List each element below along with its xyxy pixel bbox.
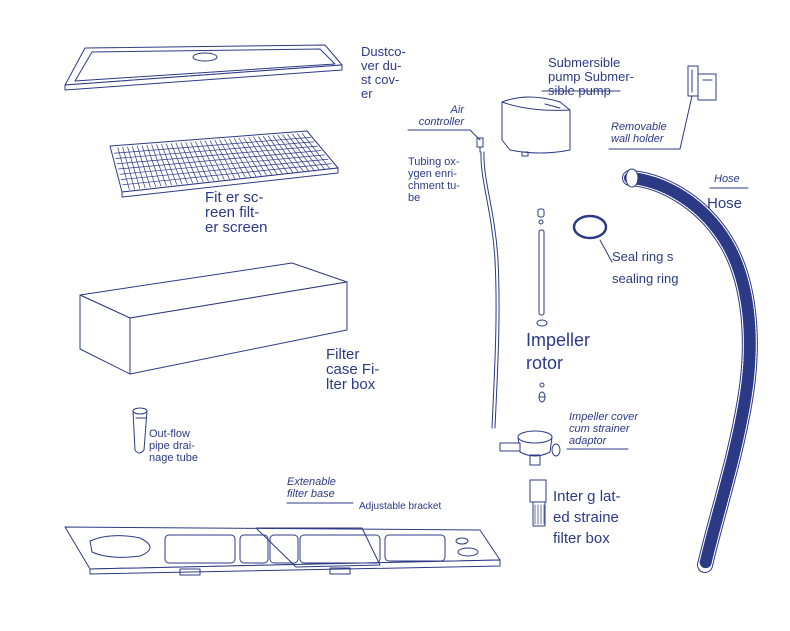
wall-holder-label: Removable wall holder	[611, 121, 667, 145]
impeller-rotor-label-line: rotor	[526, 353, 564, 373]
filter-box-label-line: case Fi-	[326, 361, 380, 378]
hose-label: Hose	[707, 195, 743, 212]
impeller-cover-label-line: cum strainer	[569, 423, 630, 435]
outflow-pipe-label: Out-flow pipe drai- nage tube	[149, 428, 198, 464]
submersible-pump-label-line: sible pump	[548, 83, 611, 98]
outflow-pipe-icon	[132, 407, 148, 454]
filter-screen-label-line: er screen	[205, 219, 268, 236]
impeller-rotor-label-line: Impeller	[526, 330, 591, 350]
outflow-pipe-label-line: pipe drai-	[149, 440, 195, 452]
extendable-base-label: Extenable filter base	[287, 476, 336, 500]
air-controller-label-line: Air	[450, 104, 464, 116]
screen-mesh-line	[116, 145, 318, 165]
strainer-filter-box-icon	[529, 479, 547, 527]
submersible-pump-icon	[501, 96, 571, 157]
dust-cover-label-line: ver du-	[361, 58, 402, 73]
dust-cover-label-line: Dustco-	[361, 44, 406, 59]
screen-mesh-line	[114, 137, 311, 154]
dust-cover-label-line: st cov-	[361, 72, 400, 87]
filter-base-icon	[64, 526, 501, 576]
outflow-pipe-label-line: Out-flow	[149, 428, 190, 440]
wall-holder-icon	[687, 65, 717, 101]
dust-cover-icon	[64, 44, 343, 91]
leader-lines	[286, 90, 749, 504]
dust-cover-label: Dustco- ver du- st cov- er	[361, 45, 406, 101]
strainer-box-label: Inter g lat- ed straine filter box	[553, 486, 621, 549]
hose-icon	[622, 168, 758, 573]
screen-mesh-line	[115, 141, 315, 159]
submersible-pump-label: Submersible pump Submer- sible pump	[548, 56, 634, 98]
strainer-box-label-line: Inter g lat-	[553, 488, 621, 505]
filter-box-label: Filter case Fi- lter box	[326, 347, 379, 392]
screen-mesh-line	[119, 154, 325, 175]
filter-screen-label-line: Fit er sc-	[205, 189, 264, 206]
filter-box-icon	[79, 262, 348, 375]
air-controller-label-line: controller	[418, 116, 464, 128]
strainer-box-label-line: ed straine	[553, 509, 619, 526]
tubing-label: Tubing ox- ygen enri- chment tu- be	[408, 156, 460, 204]
outflow-pipe-label-line: nage tube	[149, 452, 198, 464]
extendable-base-label-line: filter base	[287, 488, 335, 500]
tubing-label-line: chment tu-	[408, 180, 460, 192]
tubing-label-line: ygen enri-	[408, 168, 457, 180]
impeller-cover-label-line: Impeller cover	[569, 411, 639, 423]
seal-ring-label: Seal ring s sealing ring	[612, 246, 679, 290]
impeller-cover-icon	[499, 430, 561, 466]
screen-mesh-line	[120, 158, 329, 180]
wall-holder-label-line: Removable	[611, 121, 667, 133]
adjustable-bracket-label: Adjustable bracket	[359, 501, 442, 512]
filter-box-label-line: lter box	[326, 376, 376, 393]
impeller-rotor-label: Impeller rotor	[526, 329, 590, 375]
air-controller-label: Air controller	[408, 104, 464, 128]
filter-screen-label-line: reen filt-	[205, 204, 260, 221]
seal-ring-label-line: sealing ring	[612, 271, 679, 286]
air-tubing-icon	[480, 151, 500, 429]
screen-mesh-line	[118, 150, 322, 170]
impeller-cover-label: Impeller cover cum strainer adaptor	[569, 411, 638, 447]
seal-ring-icon	[572, 214, 608, 240]
submersible-pump-label-line: Submersible	[548, 55, 621, 70]
submersible-pump-label-line: pump Submer-	[548, 69, 634, 84]
filter-screen-icon	[109, 130, 339, 198]
wall-holder-label-line: wall holder	[611, 133, 664, 145]
impeller-cover-label-line: adaptor	[569, 435, 607, 447]
air-controller-icon	[476, 137, 484, 153]
strainer-box-label-line: filter box	[553, 530, 610, 547]
hose-label-small: Hose	[714, 173, 740, 185]
tubing-label-line: be	[408, 192, 421, 204]
seal-ring-label-line: Seal ring s	[612, 249, 674, 264]
screen-mesh-line	[122, 163, 332, 186]
dust-cover-label-line: er	[361, 86, 373, 101]
extendable-base-label-line: Extenable	[287, 476, 336, 488]
filter-box-label-line: Filter	[326, 346, 360, 363]
impeller-rotor-icon	[536, 208, 548, 403]
filter-screen-label: Fit er sc- reen filt- er screen	[205, 190, 268, 235]
tubing-label-line: Tubing ox-	[408, 156, 460, 168]
